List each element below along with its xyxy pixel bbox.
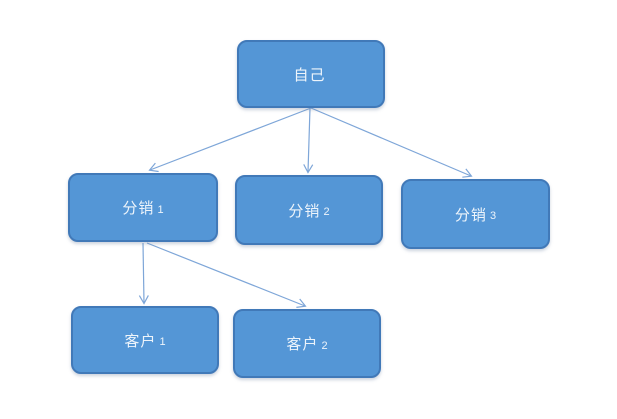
node-customer-2-label: 客户 [286,336,319,353]
node-distributor-2-label: 分销 [288,202,321,220]
node-self-label: 自己 [293,66,326,84]
node-distributor-3-number: 3 [489,210,497,222]
edge-dist1-cust1 [138,242,149,305]
node-distributor-3-label: 分销 [454,206,487,224]
node-customer-1-label: 客户 [124,332,157,350]
edge-self-dist2 [303,107,314,174]
node-distributor-2-number: 2 [323,206,330,218]
edge-self-dist1 [148,107,312,173]
node-customer-1-number: 1 [159,336,166,348]
node-distributor-1-number: 1 [157,203,164,216]
node-customer-2-number: 2 [321,339,328,352]
edge-self-dist3 [310,107,473,178]
node-self: 自己 [237,40,385,108]
node-distributor-1-label: 分销 [122,200,155,217]
edge-dist1-cust2 [146,242,307,308]
